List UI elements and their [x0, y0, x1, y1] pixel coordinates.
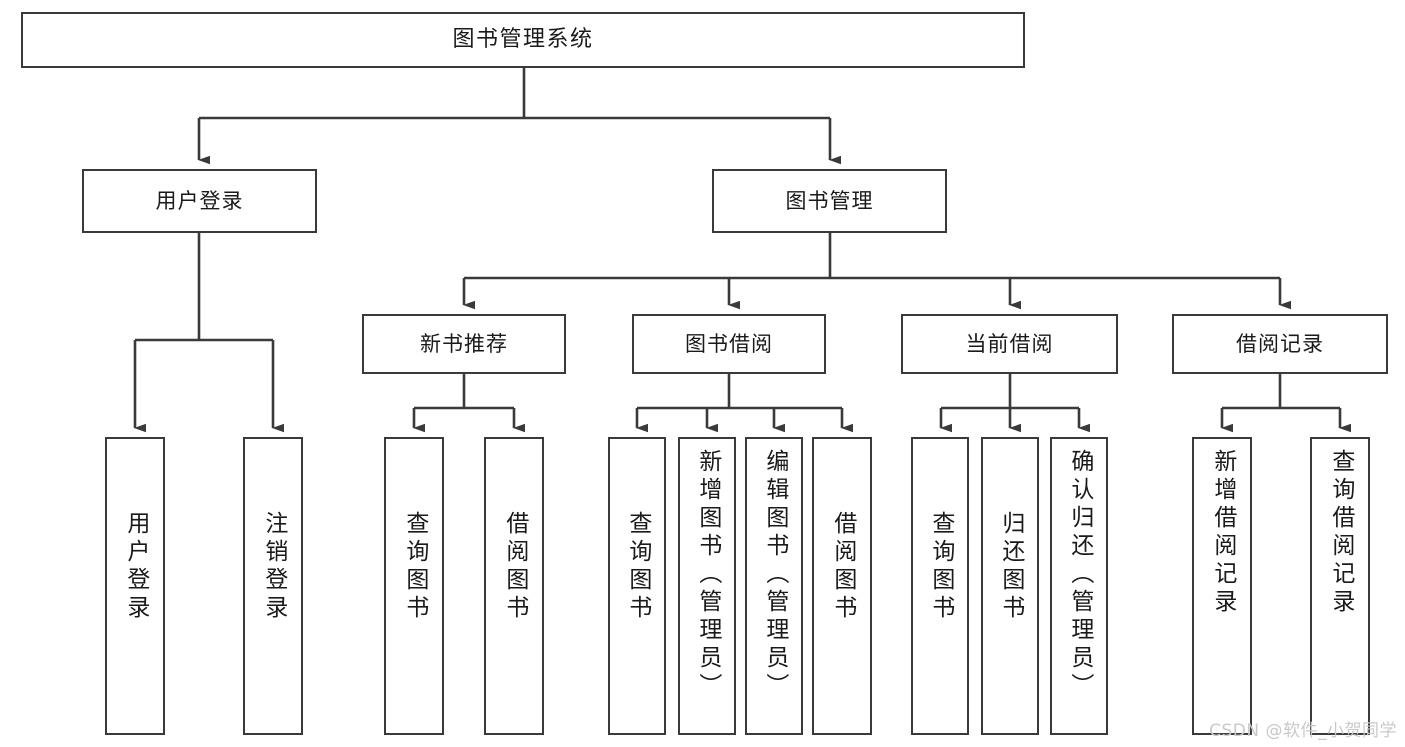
leaf-query-book-borrow-label: 查询图书	[624, 511, 651, 623]
leaf-return-book-label: 归还图书	[997, 511, 1024, 623]
leaf-query-borrow-record-label: 查询借阅记录	[1327, 449, 1354, 617]
leaf-confirm-return-admin-label: 确认归还（管理员）	[1066, 449, 1093, 701]
leaf-user-logout-label: 注销登录	[260, 511, 287, 623]
leaf-edit-book-admin-label: 编辑图书（管理员）	[761, 449, 788, 701]
watermark: CSDN @软件_小贺同学	[1209, 721, 1397, 741]
leaf-add-book-admin[interactable]: 新增图书（管理员）	[678, 437, 736, 735]
leaf-borrow-book[interactable]: 借阅图书	[812, 437, 872, 735]
node-user-login-label: 用户登录	[155, 188, 244, 213]
node-user-login[interactable]: 用户登录	[82, 169, 317, 233]
node-new-book-recommend-label: 新书推荐	[420, 331, 508, 356]
node-root-label: 图书管理系统	[452, 27, 594, 53]
leaf-edit-book-admin[interactable]: 编辑图书（管理员）	[745, 437, 803, 735]
node-book-borrow-label: 图书借阅	[685, 331, 773, 356]
node-current-borrow[interactable]: 当前借阅	[901, 314, 1118, 374]
node-new-book-recommend[interactable]: 新书推荐	[362, 314, 566, 374]
leaf-borrow-book-new[interactable]: 借阅图书	[484, 437, 544, 735]
leaf-return-book[interactable]: 归还图书	[981, 437, 1039, 735]
node-borrow-record-label: 借阅记录	[1236, 331, 1324, 356]
node-borrow-record[interactable]: 借阅记录	[1172, 314, 1388, 374]
leaf-user-login[interactable]: 用户登录	[105, 437, 165, 735]
leaf-user-login-label: 用户登录	[122, 511, 149, 623]
leaf-add-borrow-record[interactable]: 新增借阅记录	[1192, 437, 1252, 735]
leaf-query-book-borrow[interactable]: 查询图书	[608, 437, 666, 735]
node-book-borrow[interactable]: 图书借阅	[632, 314, 826, 374]
leaf-user-logout[interactable]: 注销登录	[243, 437, 303, 735]
node-book-management[interactable]: 图书管理	[712, 169, 947, 233]
leaf-query-book-current[interactable]: 查询图书	[911, 437, 969, 735]
leaf-borrow-book-new-label: 借阅图书	[501, 511, 528, 623]
leaf-add-book-admin-label: 新增图书（管理员）	[694, 449, 721, 701]
leaf-query-book-current-label: 查询图书	[927, 511, 954, 623]
leaf-add-borrow-record-label: 新增借阅记录	[1209, 449, 1236, 617]
leaf-query-book-new-label: 查询图书	[401, 511, 428, 623]
node-root[interactable]: 图书管理系统	[21, 12, 1025, 68]
leaf-query-book-new[interactable]: 查询图书	[384, 437, 444, 735]
node-current-borrow-label: 当前借阅	[965, 331, 1054, 356]
leaf-borrow-book-label: 借阅图书	[829, 511, 856, 623]
node-book-management-label: 图书管理	[785, 188, 874, 213]
leaf-query-borrow-record[interactable]: 查询借阅记录	[1310, 437, 1370, 735]
leaf-confirm-return-admin[interactable]: 确认归还（管理员）	[1050, 437, 1108, 735]
